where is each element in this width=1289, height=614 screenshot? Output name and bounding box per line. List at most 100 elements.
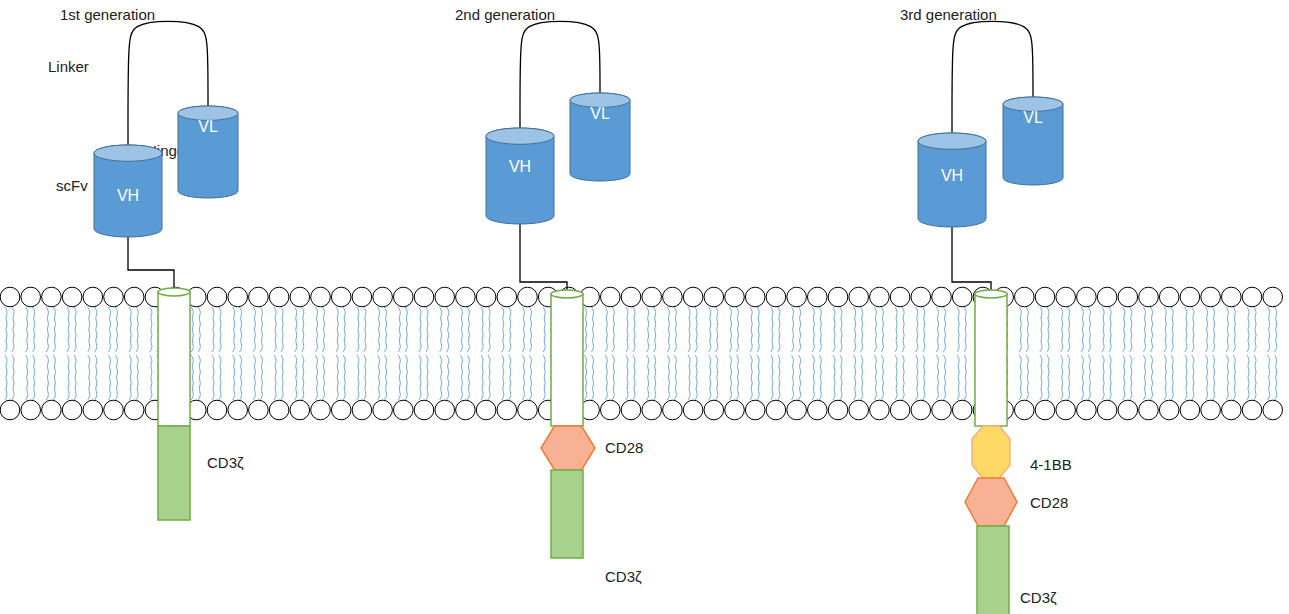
lipid-tail: [378, 307, 380, 352]
lipid-head: [1180, 400, 1200, 420]
lipid-head: [83, 287, 103, 307]
lipid-tail: [488, 307, 490, 352]
lipid-tail: [543, 355, 545, 400]
lipid-tail: [467, 307, 469, 352]
lipid-head: [808, 400, 828, 420]
lipid-head: [518, 287, 538, 307]
lipid-tail: [1185, 355, 1187, 400]
lipid-head: [394, 400, 414, 420]
domain-name: VH: [94, 187, 162, 205]
vl-domain: VL: [178, 106, 238, 198]
domain-name: VL: [570, 105, 630, 123]
lipid-tail: [1233, 307, 1235, 352]
lipid-head: [476, 400, 496, 420]
lipid-tail: [315, 307, 317, 352]
cd28-domain: CD28: [965, 478, 1017, 526]
generation-heading: 2nd generation: [455, 6, 555, 23]
lipid-tail: [357, 355, 359, 400]
cd28-domain-shape: [541, 426, 595, 470]
lipid-head: [1159, 287, 1179, 307]
lipid-tail: [460, 355, 462, 400]
lipid-tail: [1247, 307, 1249, 352]
lipid-tail: [150, 355, 152, 400]
lipid-tail: [1040, 355, 1042, 400]
lipid-head: [808, 287, 828, 307]
lipid-tail: [12, 307, 14, 352]
cylinder-body: [486, 128, 554, 224]
lipid-tail: [108, 307, 110, 352]
lipid-tail: [385, 355, 387, 400]
lipid-tail: [1061, 307, 1063, 352]
lipid-tail: [695, 307, 697, 352]
lipid-tail: [585, 307, 587, 352]
lipid-tail: [902, 307, 904, 352]
lipid-tail: [861, 355, 863, 400]
lipid-head: [828, 400, 848, 420]
lipid-tail: [336, 355, 338, 400]
lipid-head: [269, 400, 289, 420]
lipid-tail: [840, 355, 842, 400]
lipid-tail: [198, 355, 200, 400]
lipid-tail: [771, 355, 773, 400]
lipid-head: [104, 287, 124, 307]
lipid-tail: [522, 307, 524, 352]
domain-label: CD28: [1030, 494, 1068, 511]
lipid-tail: [426, 307, 428, 352]
lipid-tail: [33, 307, 35, 352]
transmembrane-top: [158, 288, 190, 296]
lipid-tail: [592, 307, 594, 352]
lipid-tail: [1143, 307, 1145, 352]
lipid-tail: [750, 307, 752, 352]
lipid-tail: [612, 355, 614, 400]
lipid-tail: [902, 355, 904, 400]
lipid-head: [642, 400, 662, 420]
lipid-tail: [274, 307, 276, 352]
lipid-tail: [46, 307, 48, 352]
lipid-tail: [729, 355, 731, 400]
lipid-tail: [481, 355, 483, 400]
lipid-tail: [936, 307, 938, 352]
lipid-tail: [108, 355, 110, 400]
cylinder-top: [94, 145, 162, 161]
lipid-tail: [833, 307, 835, 352]
lipid-tail: [1130, 307, 1132, 352]
lipid-head: [435, 287, 455, 307]
lipid-tail: [67, 307, 69, 352]
lipid-head: [849, 287, 869, 307]
lipid-tail: [1026, 307, 1028, 352]
lipid-head: [1201, 287, 1221, 307]
lipid-head: [911, 400, 931, 420]
lipid-head: [1222, 287, 1242, 307]
lipid-tail: [502, 307, 504, 352]
lipid-tail: [302, 355, 304, 400]
hinge-line: [128, 236, 174, 289]
lipid-head: [766, 400, 786, 420]
lipid-tail: [916, 307, 918, 352]
lipid-tail: [654, 307, 656, 352]
lipid-tail: [881, 355, 883, 400]
lipid-head: [414, 400, 434, 420]
lipid-tail: [633, 307, 635, 352]
lipid-tail: [295, 307, 297, 352]
lipid-head: [704, 400, 724, 420]
lipid-head: [0, 287, 20, 307]
4-1bb-domain: 4-1BB: [972, 426, 1010, 478]
lipid-tail: [861, 307, 863, 352]
lipid-head: [249, 287, 269, 307]
lipid-tail: [874, 355, 876, 400]
lipid-tail: [1275, 355, 1277, 400]
lipid-tail: [260, 355, 262, 400]
lipid-tail: [522, 355, 524, 400]
lipid-head: [290, 400, 310, 420]
lipid-tail: [136, 355, 138, 400]
lipid-tail: [716, 307, 718, 352]
lipid-tail: [129, 355, 131, 400]
lipid-tails: [5, 307, 1277, 400]
lipid-tail: [1213, 355, 1215, 400]
lipid-head: [1097, 287, 1117, 307]
lipid-head: [352, 400, 372, 420]
lipid-head: [1035, 287, 1055, 307]
lipid-tail: [1019, 355, 1021, 400]
lipid-head: [414, 287, 434, 307]
cylinder-body: [94, 145, 162, 237]
